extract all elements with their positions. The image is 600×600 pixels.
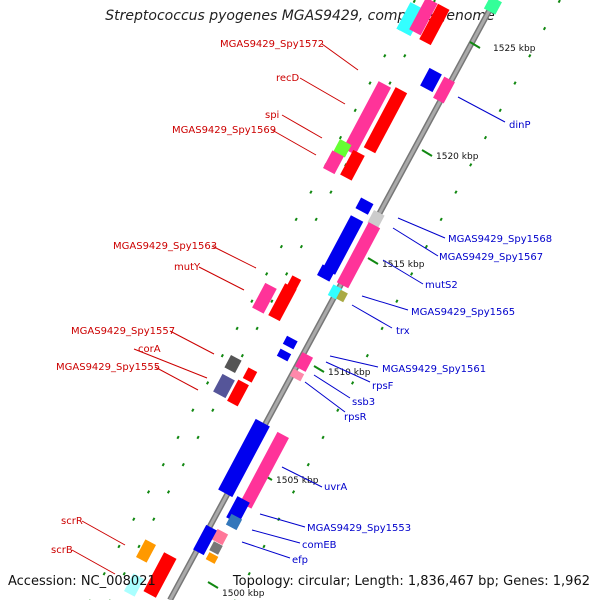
gene-1555-red [227, 379, 249, 407]
gene-1561-blue-a [282, 335, 298, 350]
gene-muts2-pink [336, 222, 381, 289]
gene-uvra-pink [239, 431, 289, 509]
label-muty: mutY [174, 262, 201, 273]
gene-recd-red [363, 87, 408, 154]
label-trx: trx [396, 326, 410, 337]
gene-muty-red [268, 283, 297, 322]
label-mgas9429-spy1568: MGAS9429_Spy1568 [448, 234, 552, 245]
map-title: Streptococcus pyogenes MGAS9429, complet… [105, 8, 495, 24]
tick-label-1505: 1505 kbp [276, 476, 319, 486]
label-scrr: scrR [61, 516, 83, 527]
label-mgas9429-spy1557: MGAS9429_Spy1557 [71, 326, 175, 337]
gene-dinp-pink [433, 76, 455, 104]
tick-1525 [469, 41, 481, 49]
label-muts2: mutS2 [425, 280, 458, 291]
label-mgas9429-spy1567: MGAS9429_Spy1567 [439, 252, 543, 263]
gene-trx-olive [336, 289, 348, 303]
gene-1569-pink [323, 150, 344, 175]
gene-muty-pink [252, 282, 277, 314]
gene-1569-red [340, 149, 365, 181]
gene-1557-gray [224, 355, 242, 373]
guide-dots [89, 0, 561, 600]
tick-label-1525: 1525 kbp [493, 44, 536, 54]
tick-label-1520: 1520 kbp [436, 152, 479, 162]
label-efp: efp [292, 555, 308, 566]
gene-comeb-pink [211, 528, 229, 546]
label-comeb: comEB [302, 540, 337, 551]
gene-scrr-orange [136, 539, 156, 563]
gene-spi-green [333, 139, 352, 158]
gene-1568-blue [355, 197, 374, 215]
tick-label-1500: 1500 kbp [222, 589, 265, 599]
label-rpsr: rpsR [344, 412, 367, 423]
label-ssb3: ssb3 [352, 397, 375, 408]
gene-top-red [419, 3, 450, 46]
label-mgas9429-spy1555: MGAS9429_Spy1555 [56, 362, 160, 373]
gene-blue-small [317, 264, 335, 282]
label-mgas9429-spy1569: MGAS9429_Spy1569 [172, 125, 276, 136]
label-recd: recD [276, 73, 300, 84]
label-mgas9429-spy1553: MGAS9429_Spy1553 [307, 523, 411, 534]
gene-cora-red [242, 367, 258, 383]
gene-blue-chevrons [193, 524, 217, 556]
label-dinp: dinP [509, 120, 531, 131]
gene-1561-blue-b [276, 348, 292, 362]
label-spi: spi [265, 110, 279, 121]
gene-recd-pink [342, 81, 392, 155]
tick-1510 [313, 365, 325, 373]
gene-labels-right: dinP MGAS9429_Spy1568 MGAS9429_Spy1567 m… [292, 120, 552, 566]
gene-1567-gray [367, 210, 385, 228]
tick-1500 [207, 581, 219, 589]
label-mgas9429-spy1561: MGAS9429_Spy1561 [382, 364, 486, 375]
gene-1553-steel [225, 513, 243, 531]
label-rpsf: rpsF [372, 381, 394, 392]
gene-efp-orange [205, 552, 219, 564]
gene-rpsf-pink [294, 352, 314, 372]
gene-1555-lavender [213, 373, 235, 399]
gene-scrb-red [143, 552, 177, 598]
label-mgas9429-spy1565: MGAS9429_Spy1565 [411, 307, 515, 318]
gene-muts2-blue [322, 215, 364, 275]
label-mgas9429-spy1572: MGAS9429_Spy1572 [220, 39, 324, 50]
label-cora: corA [138, 344, 161, 355]
tick-1520 [421, 149, 433, 157]
label-lines-left [71, 43, 359, 575]
gene-1563-red [286, 275, 302, 291]
gene-ssb3-pink [289, 368, 305, 382]
label-mgas9429-spy1563: MGAS9429_Spy1563 [113, 241, 217, 252]
tick-label-1515: 1515 kbp [382, 260, 425, 270]
gene-efp-gray [209, 541, 223, 555]
gene-uvra-blue [218, 418, 270, 498]
genome-summary-text: Topology: circular; Length: 1,836,467 bp… [232, 574, 590, 589]
label-uvra: uvrA [324, 482, 347, 493]
label-scrb: scrB [51, 545, 73, 556]
gene-top-green [483, 0, 502, 15]
label-lines-right [241, 96, 506, 559]
gene-top-cyan [396, 2, 425, 37]
gene-dinp-blue [420, 67, 442, 93]
tick-1515 [367, 257, 379, 265]
gene-labels-left: MGAS9429_Spy1572 recD spi MGAS9429_Spy15… [51, 39, 324, 556]
accession-text: Accession: NC_008021 [8, 574, 156, 589]
gene-scrb-cyan [124, 573, 144, 597]
gene-features [124, 0, 502, 598]
gene-top-pink [409, 0, 438, 36]
